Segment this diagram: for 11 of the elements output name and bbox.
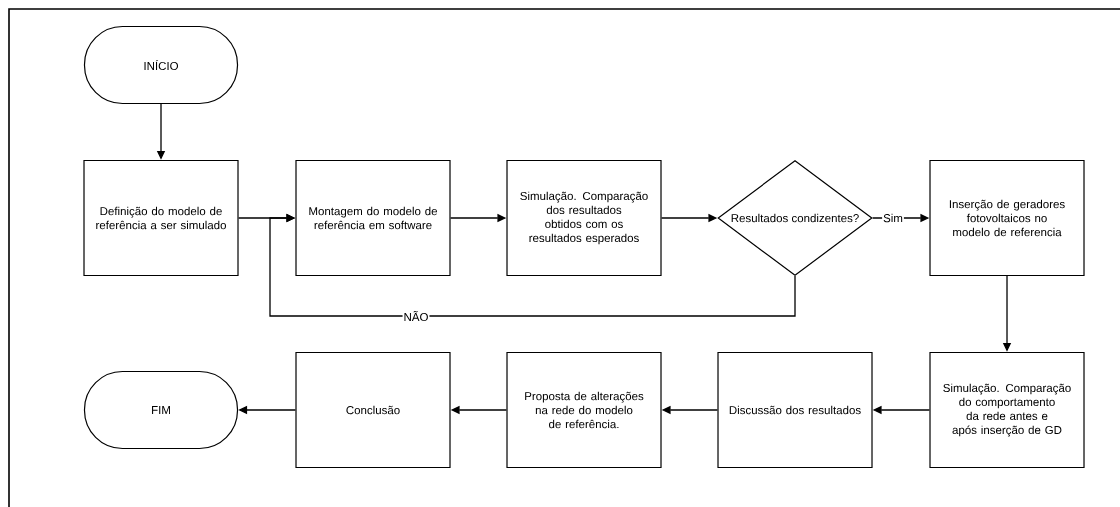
process-box: Inserção de geradores fotovoltaicos no modelo de referencia [929,159,1085,277]
arrow [269,213,796,317]
process-box: Simulação. Comparação do comportamento da rede antes e após inserção de GD [929,351,1085,469]
process-box: Simulação. Comparação dos resultados obtidos com os resultados esperados [506,159,662,277]
process-box: Definição do modelo de referência a ser simulado [83,159,239,277]
edge-label: Sim [883,213,903,223]
edge-label: NÃO [404,310,428,322]
process-box: Montagem do modelo de referência em software [295,159,451,277]
process-box: Discussão dos resultados [717,351,873,469]
process-box: Proposta de alterações na rede do modelo de referência. [506,351,662,469]
process-box: Conclusão [295,351,451,469]
